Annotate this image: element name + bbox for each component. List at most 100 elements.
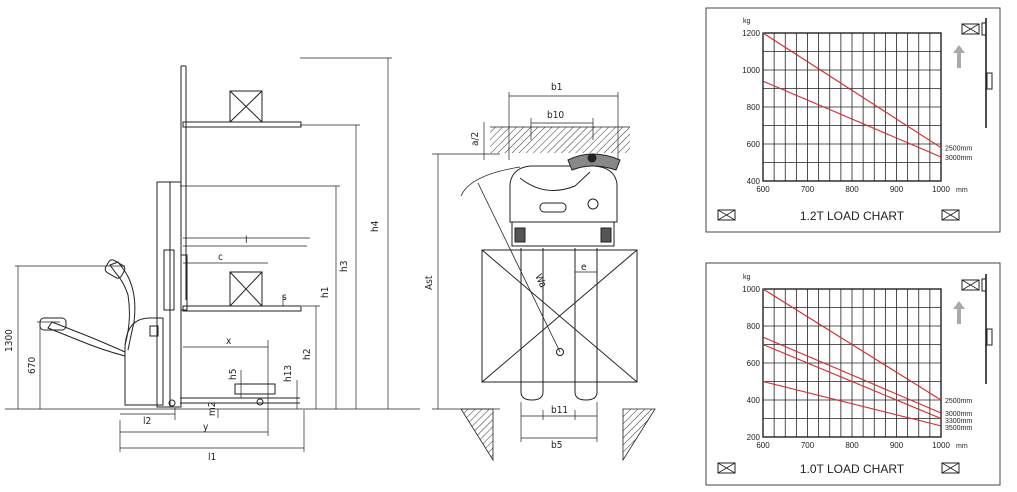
plot-border: [762, 32, 942, 182]
y-tick-label: 1200: [742, 29, 760, 38]
mast-icon-handle: [986, 328, 993, 346]
y-tick-label: 200: [747, 433, 761, 442]
chart-frame: [705, 262, 1001, 486]
dim-b11: b11: [551, 405, 568, 416]
mast-body: [156, 181, 182, 408]
dim-l: l: [245, 235, 248, 246]
y-tick-label: 600: [747, 140, 761, 149]
mast-cylinder: [163, 249, 175, 311]
series-label-3300mm: 3300mm: [945, 418, 972, 425]
fork-right: [574, 248, 598, 401]
pallet-icon-right: [941, 462, 960, 474]
chart-title: 1.2T LOAD CHART: [800, 209, 905, 223]
lift-arrow-icon: [953, 45, 965, 68]
lift-arrow-icon: [953, 301, 965, 324]
x-axis-label: mm: [956, 187, 968, 194]
series-label-2500mm: 2500mm: [945, 398, 972, 405]
pallet-icon-left: [717, 209, 736, 221]
tiller-upright: [109, 261, 136, 351]
series-line-3300mm: [762, 343, 942, 420]
truck-body-top: [509, 165, 618, 223]
dim-e: e: [581, 262, 587, 273]
x-axis-label: mm: [956, 443, 968, 450]
dim-l1: l1: [208, 452, 216, 463]
y-axis-label: kg: [743, 274, 751, 281]
x-tick-label: 900: [890, 185, 904, 194]
y-tick-label: 1000: [742, 66, 760, 75]
y-axis-label: kg: [743, 18, 751, 25]
tiller-lowered: [47, 321, 126, 357]
y-tick-label: 1000: [742, 285, 760, 294]
dim-1300: 1300: [4, 329, 15, 352]
series-line-2500mm: [762, 32, 942, 149]
series-label-3000mm: 3000mm: [945, 411, 972, 418]
pallet-icon-right: [941, 209, 960, 221]
lower-fork: [182, 305, 302, 312]
mast-icon-handle: [986, 72, 993, 90]
series-label-3000mm: 3000mm: [945, 155, 972, 162]
x-tick-label: 800: [845, 441, 859, 450]
x-tick-label: 1000: [932, 185, 950, 194]
dim-h13: h13: [283, 365, 294, 382]
x-tick-label: 600: [756, 185, 770, 194]
fork-left: [520, 248, 544, 401]
wall-hatch: [490, 127, 630, 153]
mast-icon-load-cross-b: [961, 279, 980, 291]
chart-title: 1.0T LOAD CHART: [800, 462, 905, 476]
y-tick-label: 400: [747, 396, 761, 405]
dim-x: x: [226, 336, 232, 347]
y-tick-label: 800: [747, 103, 761, 112]
x-tick-label: 700: [801, 441, 815, 450]
dim-l2: l2: [143, 416, 151, 427]
y-tick-label: 600: [747, 359, 761, 368]
side-view-drawing: h4 h3 h1 h2 h13 h5 m2 l c s x y l1 l2 13…: [4, 57, 420, 463]
chassis-body: [124, 317, 164, 406]
pallet-icon-left-cross-b: [717, 209, 736, 221]
dim-670: 670: [27, 357, 38, 374]
x-tick-label: 1000: [932, 441, 950, 450]
x-tick-label: 700: [801, 185, 815, 194]
dim-a2: a/2: [470, 132, 481, 146]
y-tick-label: 400: [747, 177, 761, 186]
dim-h1: h1: [320, 287, 331, 298]
corner-hatch-right: [622, 408, 656, 462]
series-line-2500mm: [762, 288, 942, 401]
dim-h3: h3: [339, 261, 350, 272]
series-label-3500mm: 3500mm: [945, 425, 972, 432]
series-line-3500mm: [762, 380, 942, 427]
dim-b10: b10: [547, 110, 564, 121]
raised-load-box: [229, 90, 263, 123]
x-tick-label: 800: [845, 185, 859, 194]
mast-icon-carriage: [981, 22, 987, 36]
mast-icon-carriage: [981, 278, 987, 292]
pallet-icon-left-cross-b: [717, 462, 736, 474]
dim-h2: h2: [302, 349, 313, 360]
lower-load-box: [229, 271, 263, 307]
pallet-icon-right-cross-b: [941, 462, 960, 474]
series-line-3000mm: [762, 336, 942, 414]
dim-b5: b5: [551, 440, 562, 451]
pallet-outline: [481, 249, 638, 383]
mast-icon-load-cross-b: [961, 23, 980, 35]
pallet-icon-left: [717, 462, 736, 474]
mast-icon-load: [961, 23, 980, 35]
dim-ast: Ast: [424, 275, 435, 290]
truck-base: [511, 221, 615, 247]
corner-hatch-left: [460, 408, 494, 462]
y-tick-label: 800: [747, 322, 761, 331]
dim-h4: h4: [370, 220, 381, 232]
series-label-2500mm: 2500mm: [945, 146, 972, 153]
x-tick-label: 600: [756, 441, 770, 450]
top-view-drawing: b1 b10 a/2 Ast Wa e b11 b5: [424, 82, 656, 462]
dim-h5: h5: [228, 369, 239, 380]
dim-b1: b1: [551, 82, 562, 93]
dim-c: c: [218, 252, 223, 263]
dim-m2: m2: [207, 402, 218, 417]
pallet-icon-right-cross-b: [941, 209, 960, 221]
dim-y: y: [203, 422, 209, 433]
dim-wa: Wa: [532, 272, 548, 289]
x-tick-label: 900: [890, 441, 904, 450]
series-line-3000mm: [762, 80, 942, 158]
